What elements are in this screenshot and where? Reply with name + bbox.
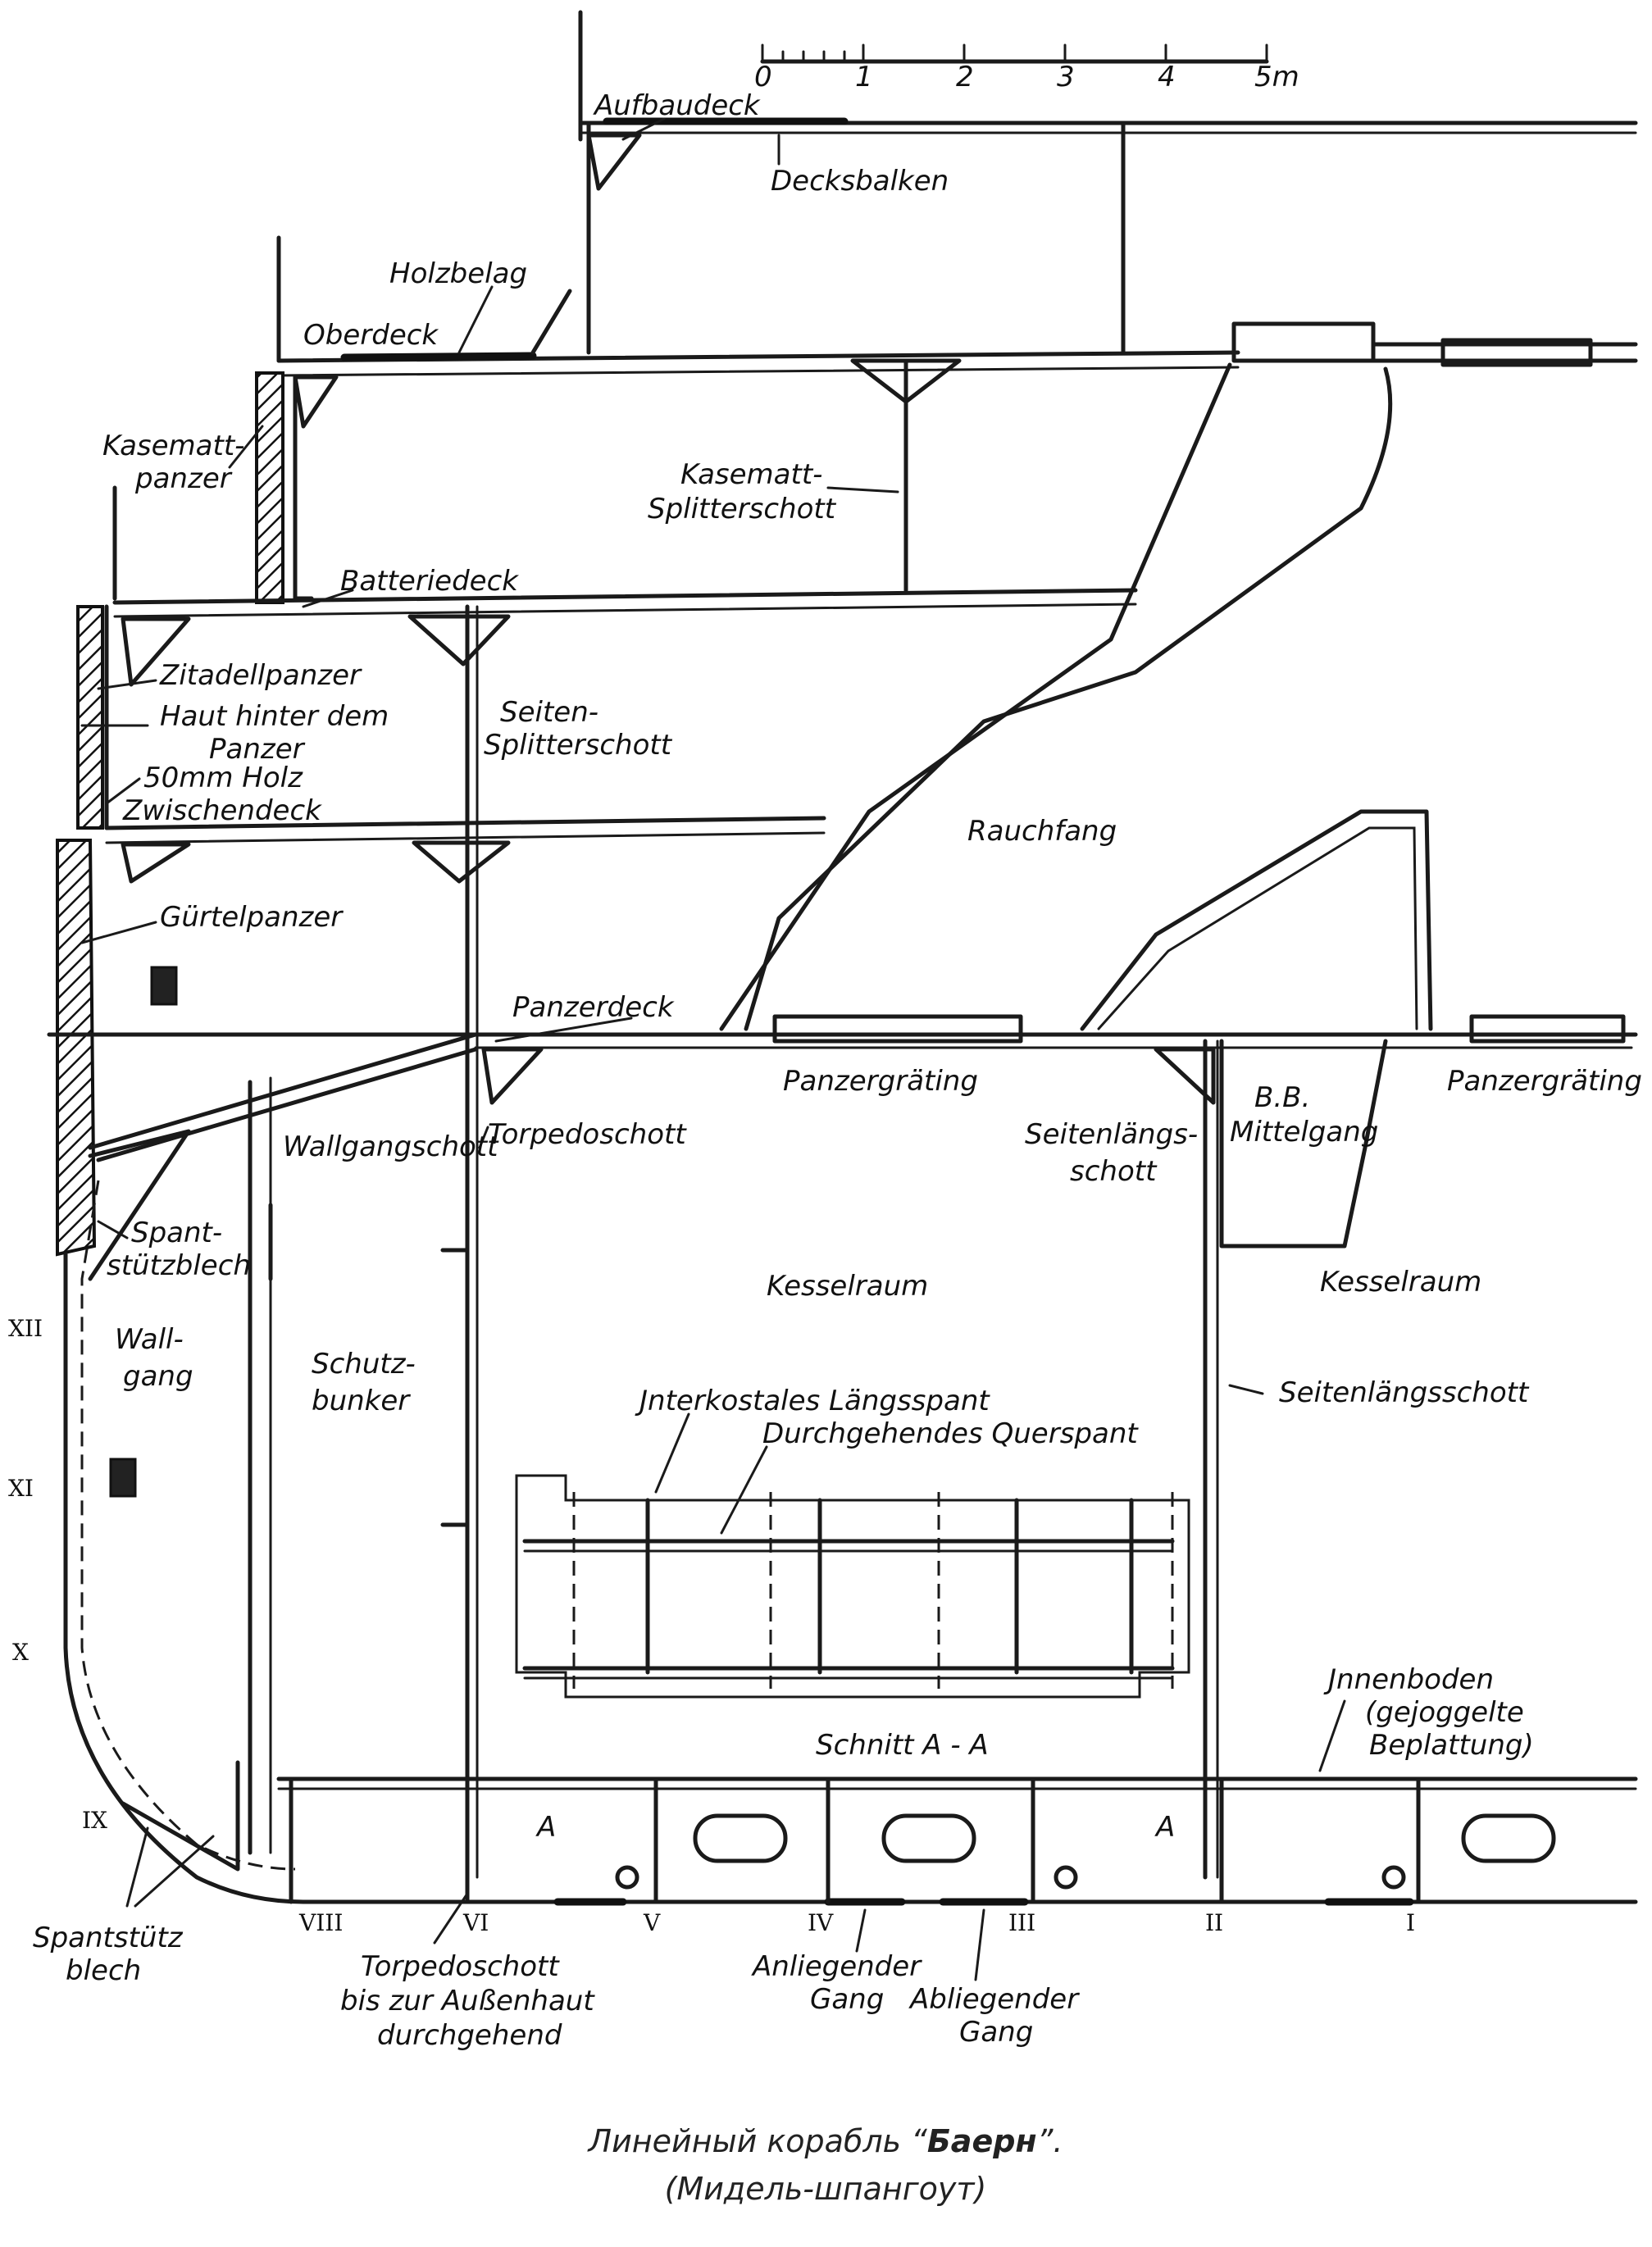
scale-tick-4: 4 bbox=[1158, 61, 1176, 93]
strake-side-0: XII bbox=[8, 1315, 43, 1342]
strake-bottom-5: II bbox=[1205, 1909, 1223, 1936]
label-interkostales: Jnterkostales Längsspant bbox=[635, 1385, 990, 1417]
label-durchgehendes: Durchgehendes Querspant bbox=[762, 1417, 1139, 1450]
label-oberdeck: Oberdeck bbox=[303, 319, 439, 352]
label-seiten-splitterschott-2: Splitterschott bbox=[484, 729, 673, 762]
label-kasematt-splitterschott-2: Splitterschott bbox=[648, 493, 837, 525]
label-batteriedeck: Batteriedeck bbox=[340, 565, 519, 598]
label-wallgang-1: Wall- bbox=[115, 1323, 184, 1356]
label-haut-2: Panzer bbox=[209, 733, 306, 766]
label-panzergraeting-1: Panzergräting bbox=[783, 1065, 978, 1098]
strake-numerals: XII XI X IX VIII VI V IV III II I bbox=[8, 1315, 1415, 1936]
caption-suffix: ”. bbox=[1037, 2123, 1063, 2159]
caption-line-1: Линейный корабль “Баерн”. bbox=[587, 2123, 1063, 2159]
label-holz: 50mm Holz bbox=[143, 762, 303, 794]
strake-bottom-2: V bbox=[643, 1909, 661, 1936]
label-torpedo-bottom-1: Torpedoschott bbox=[361, 1950, 560, 1983]
label-kesselraum-2: Kesselraum bbox=[1320, 1266, 1481, 1299]
label-torpedoschott: Torpedoschott bbox=[488, 1118, 687, 1151]
label-schutzbunker-1: Schutz- bbox=[312, 1348, 416, 1380]
label-spantstuetz-bottom-2: blech bbox=[66, 1954, 141, 1987]
hull-structure bbox=[47, 10, 1638, 1906]
label-bb-2: Mittelgang bbox=[1230, 1116, 1378, 1149]
label-seiten-splitterschott-1: Seiten- bbox=[500, 696, 598, 729]
leader-lines bbox=[80, 117, 1346, 1981]
label-panzergraeting-2: Panzergräting bbox=[1447, 1065, 1642, 1098]
caption: Линейный корабль “Баерн”. (Мидель-шпанго… bbox=[587, 2123, 1063, 2207]
scale-tick-3: 3 bbox=[1057, 61, 1075, 93]
strake-bottom-1: VI bbox=[462, 1909, 489, 1936]
label-anliegender-2: Gang bbox=[810, 1983, 884, 2016]
label-rauchfang: Rauchfang bbox=[967, 815, 1117, 848]
strake-bottom-0: VIII bbox=[298, 1909, 343, 1936]
strake-bottom-6: I bbox=[1406, 1909, 1415, 1936]
strake-bottom-4: III bbox=[1008, 1909, 1035, 1936]
strake-side-2: X bbox=[12, 1639, 29, 1666]
scale-tick-5: 5m bbox=[1254, 61, 1299, 93]
caption-line-2: (Мидель-шпангоут) bbox=[665, 2171, 987, 2207]
label-holzbelag: Holzbelag bbox=[389, 257, 527, 290]
label-spantstuetz-bottom-1: Spantstütz bbox=[33, 1922, 184, 1954]
label-torpedo-bottom-3: durchgehend bbox=[377, 2019, 562, 2052]
label-kesselraum-1: Kesselraum bbox=[767, 1270, 928, 1303]
label-seitenlaengsschott-full: Seitenlängsschott bbox=[1279, 1376, 1530, 1409]
label-bb-1: B.B. bbox=[1254, 1081, 1310, 1114]
labels: Aufbaudeck Decksbalken Holzbelag Oberdec… bbox=[33, 89, 1642, 2052]
label-wallgangschott: Wallgangschott bbox=[283, 1130, 499, 1163]
label-decksbalken: Decksbalken bbox=[771, 165, 949, 198]
label-abliegender-2: Gang bbox=[959, 2016, 1033, 2049]
scale-tick-0: 0 bbox=[754, 61, 772, 93]
label-kasemattpanzer-2: panzer bbox=[134, 462, 233, 495]
label-zitadellpanzer: Zitadellpanzer bbox=[159, 659, 362, 692]
label-kasemattpanzer-1: Kasematt- bbox=[102, 430, 244, 462]
strake-bottom-3: IV bbox=[808, 1909, 834, 1936]
label-haut-1: Haut hinter dem bbox=[160, 700, 389, 733]
label-kasematt-splitterschott-1: Kasematt- bbox=[680, 458, 822, 491]
label-innenboden-2: (gejoggelte bbox=[1365, 1696, 1524, 1729]
scale-bar: 0 1 2 3 4 5m bbox=[754, 43, 1299, 93]
label-torpedo-bottom-2: bis zur Außenhaut bbox=[340, 1985, 595, 2017]
scale-tick-1: 1 bbox=[855, 61, 873, 93]
label-zwischendeck: Zwischendeck bbox=[122, 794, 322, 827]
label-seitenlaengsschott-2: schott bbox=[1070, 1155, 1158, 1188]
caption-ship-name: Баерн bbox=[927, 2123, 1037, 2159]
strake-side-3: IX bbox=[82, 1807, 107, 1834]
label-innenboden-1: Jnnenboden bbox=[1323, 1663, 1494, 1696]
strake-side-1: XI bbox=[8, 1475, 34, 1502]
scale-tick-2: 2 bbox=[956, 61, 974, 93]
label-section-a-right: A bbox=[1154, 1811, 1175, 1844]
label-spantstuetzblech-1: Spant- bbox=[131, 1217, 222, 1249]
label-wallgang-2: gang bbox=[123, 1360, 193, 1393]
label-innenboden-3: Beplattung) bbox=[1369, 1729, 1534, 1762]
label-spantstuetzblech-2: stützblech bbox=[107, 1249, 251, 1282]
label-schnitt: Schnitt A - A bbox=[816, 1729, 989, 1762]
caption-prefix: Линейный корабль “ bbox=[587, 2123, 928, 2159]
label-panzerdeck: Panzerdeck bbox=[512, 991, 675, 1024]
label-schutzbunker-2: bunker bbox=[312, 1385, 411, 1417]
label-anliegender-1: Anliegender bbox=[751, 1950, 922, 1983]
label-aufbaudeck: Aufbaudeck bbox=[593, 89, 761, 122]
label-guertelpanzer: Gürtelpanzer bbox=[160, 901, 344, 934]
label-section-a-left: A bbox=[535, 1811, 556, 1844]
label-seitenlaengsschott-1: Seitenlängs- bbox=[1025, 1118, 1198, 1151]
label-abliegender-1: Abliegender bbox=[908, 1983, 1080, 2016]
